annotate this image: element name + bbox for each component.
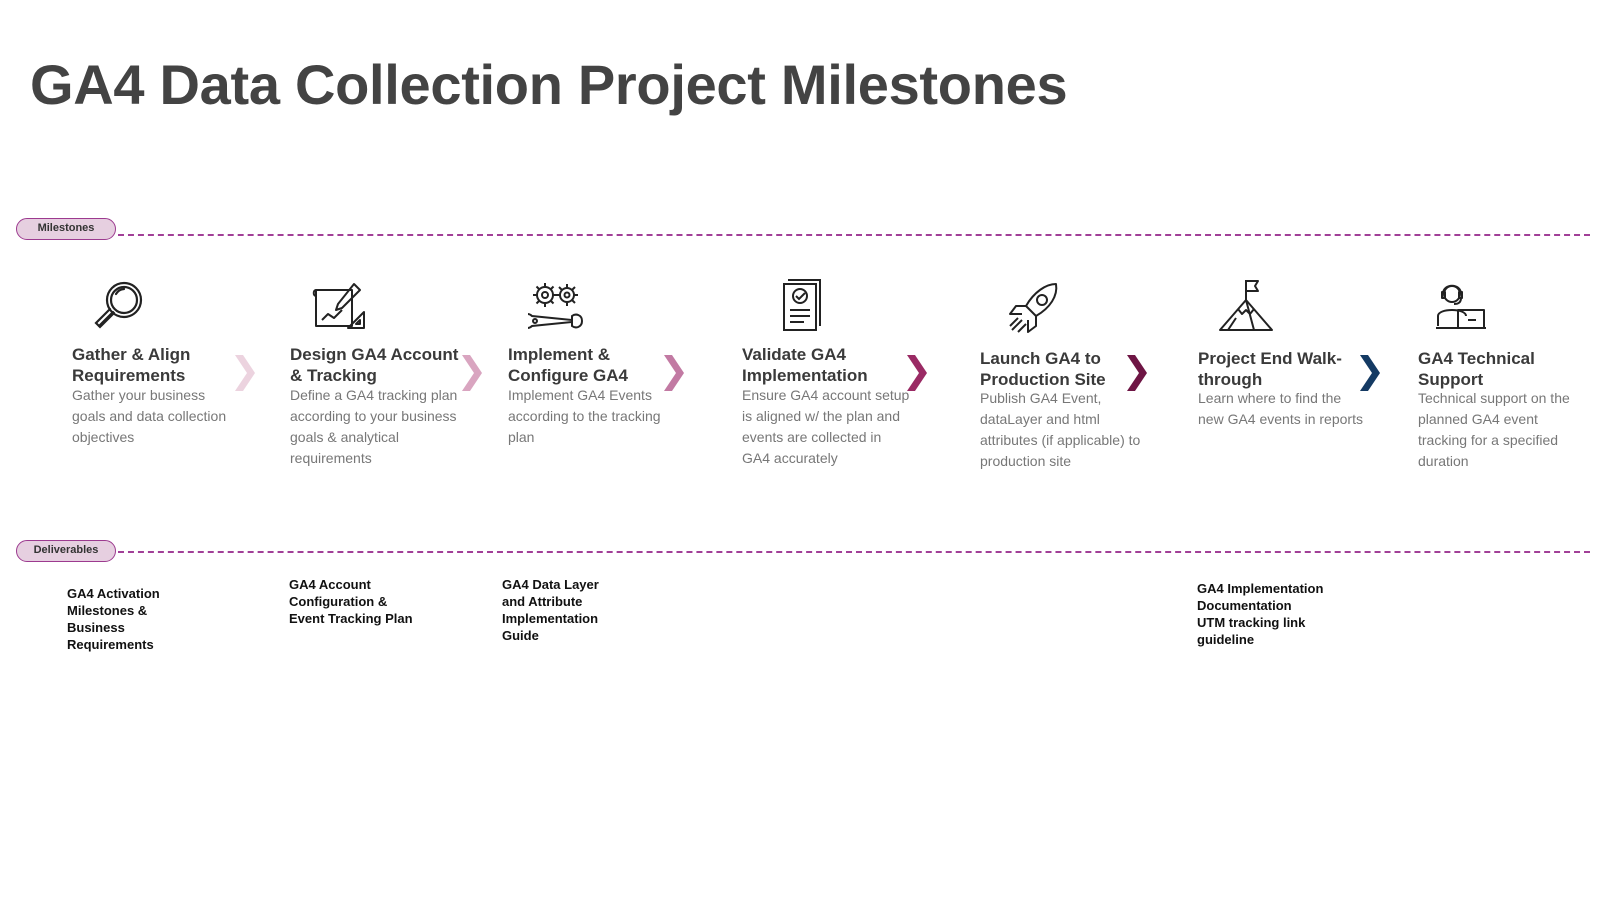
milestone-heading: Gather & Align Requirements	[72, 345, 191, 385]
milestone-description: Technical support on the planned GA4 eve…	[1418, 390, 1570, 469]
gears-wrench-icon	[528, 280, 584, 334]
milestone-description: Learn where to find the new GA4 events i…	[1198, 390, 1363, 427]
milestone-heading: Validate GA4 Implementation	[742, 345, 868, 385]
milestone-description: Publish GA4 Event, dataLayer and html at…	[980, 390, 1141, 469]
milestone-heading: Design GA4 Account & Tracking	[290, 345, 459, 385]
milestones-timeline	[118, 234, 1590, 236]
chevron-arrow-4	[907, 355, 927, 391]
milestone-description: Implement GA4 Events according to the tr…	[508, 387, 661, 445]
checklist-document-icon	[780, 278, 824, 334]
rocket-icon	[1006, 280, 1062, 336]
deliverables-label: Deliverables	[16, 540, 116, 562]
milestone-description: Ensure GA4 account setup is aligned w/ t…	[742, 387, 910, 466]
magnifier-icon	[92, 278, 148, 334]
deliverables-timeline	[118, 551, 1590, 553]
chevron-arrow-3	[664, 355, 684, 391]
milestone-heading: Project End Walk-through	[1198, 349, 1342, 389]
chevron-arrow-1	[235, 355, 255, 391]
milestone-heading: Implement & Configure GA4	[508, 345, 628, 385]
blueprint-pencil-icon	[312, 282, 368, 334]
support-agent-icon	[1432, 280, 1488, 334]
deliverable-item: GA4 Activation Milestones & Business Req…	[67, 586, 160, 652]
milestones-label: Milestones	[16, 218, 116, 240]
deliverable-item: GA4 Account Configuration & Event Tracki…	[289, 577, 413, 626]
milestone-heading: Launch GA4 to Production Site	[980, 349, 1106, 389]
milestone-description: Define a GA4 tracking plan according to …	[290, 387, 458, 466]
milestone-heading: GA4 Technical Support	[1418, 349, 1535, 389]
milestone-description: Gather your business goals and data coll…	[72, 387, 227, 445]
deliverable-item: GA4 Implementation Documentation UTM tra…	[1197, 581, 1324, 647]
mountain-flag-icon	[1218, 278, 1274, 334]
chevron-arrow-6	[1360, 355, 1380, 391]
chevron-arrow-2	[462, 355, 482, 391]
chevron-arrow-5	[1127, 355, 1147, 391]
page-title: GA4 Data Collection Project Milestones	[30, 53, 1068, 116]
deliverable-item: GA4 Data Layer and Attribute Implementat…	[502, 577, 599, 643]
